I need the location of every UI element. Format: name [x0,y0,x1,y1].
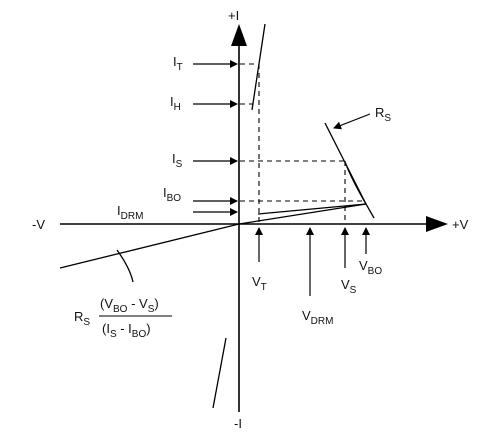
voltage-axis-arrowhead [426,216,448,232]
rs-callout-arrow [333,113,371,130]
vdrm-label: VDRM [302,308,333,327]
negative-resistance-line [324,122,375,219]
negative-blocking-curve [59,223,240,269]
formula-denominator: (IS - IBO) [102,321,151,340]
ih-label: IH [170,94,181,113]
negative-breakdown-curve [212,337,227,409]
current-axis-arrowhead [231,24,247,46]
pos-voltage-label: +V [452,217,469,232]
it-label: IT [173,54,183,73]
vs-label: VS [341,277,357,296]
neg-current-label: -I [234,416,242,431]
neg-voltage-label: -V [32,217,45,232]
negative-resistance-line-return [257,203,367,215]
ibo-label: IBO [163,185,181,204]
idrm-label: IDRM [117,203,143,222]
is-label: IS [172,151,183,170]
vt-label: VT [252,274,267,293]
vbo-label: VBO [359,258,382,277]
formula-rs: RS [74,309,90,328]
pos-current-label: +I [228,8,239,23]
formula-numerator: (VBO - VS) [100,296,159,315]
formula-leader-line [116,249,134,283]
rs-label: RS [375,105,391,124]
